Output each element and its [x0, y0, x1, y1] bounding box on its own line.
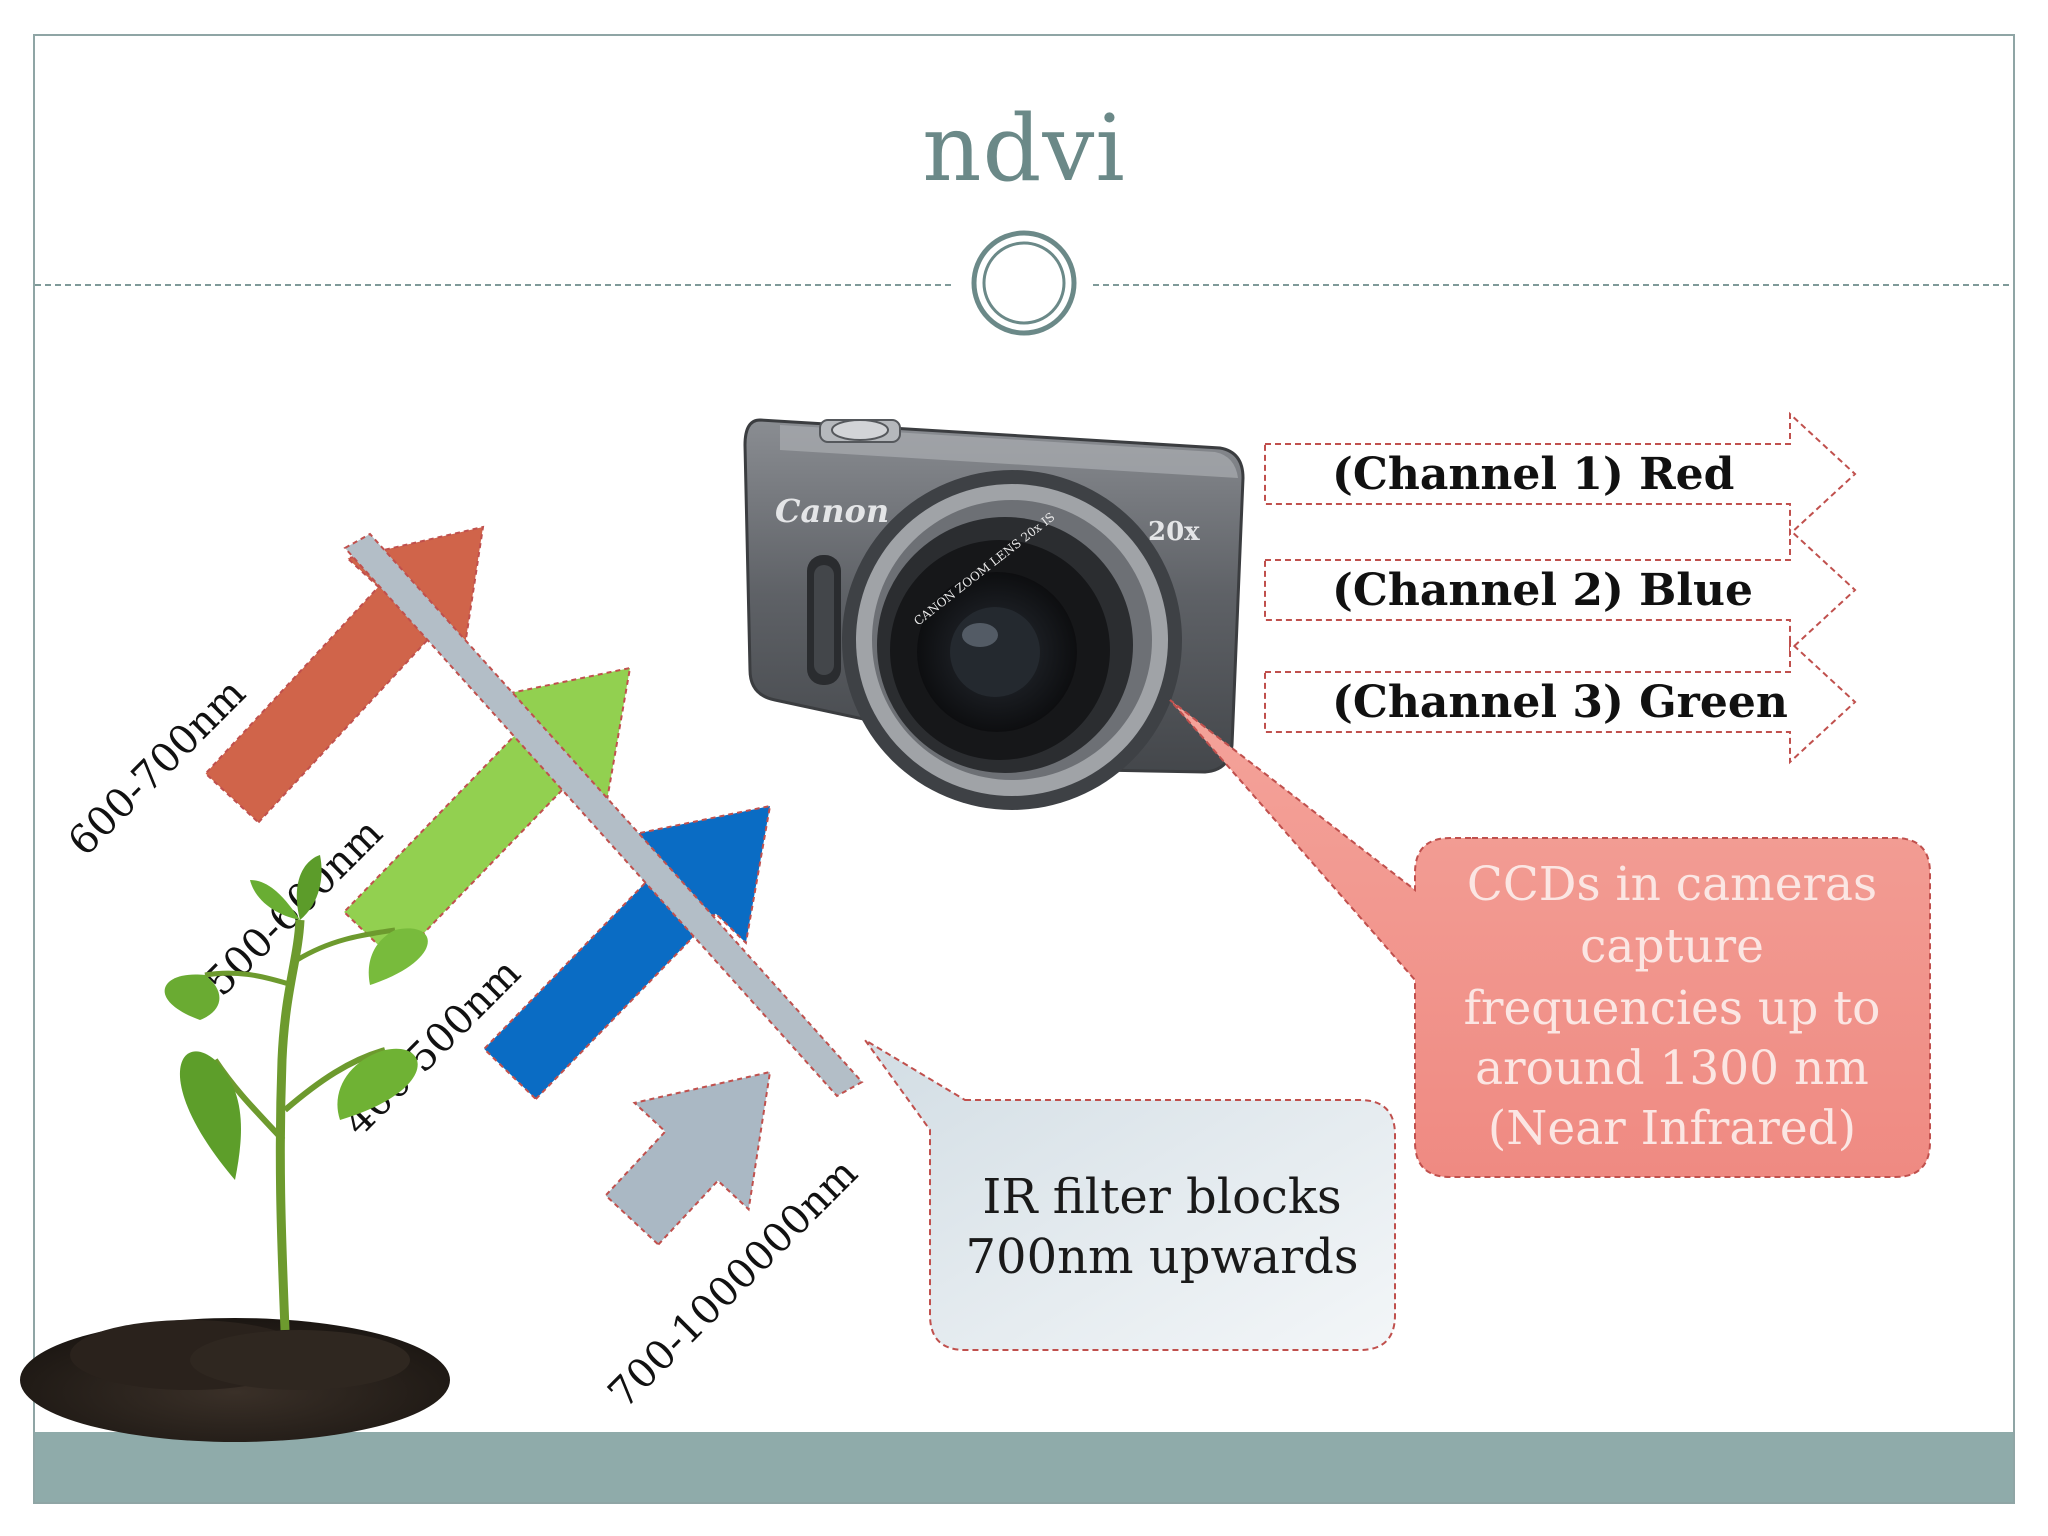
wavelength-arrow-1: [204, 525, 485, 824]
ccd-callout-line-1: CCDs in cameras: [1467, 857, 1877, 912]
ccd-callout-line-5: (Near Infrared): [1488, 1101, 1856, 1156]
ccd-callout-line-2: capture: [1580, 919, 1764, 974]
wavelength-arrow-4: [604, 1070, 772, 1246]
wavelength-arrow-3: [482, 804, 772, 1101]
camera-image: Canon 20x CANON ZOOM LENS 20x IS: [743, 418, 1245, 810]
channel-arrow-1: [1264, 411, 1857, 537]
ir-filter-callout: IR filter blocks 700nm upwards: [864, 1039, 1396, 1351]
ir-callout-line-2: 700nm upwards: [966, 1229, 1359, 1285]
header-divider: [35, 230, 2013, 336]
camera-brand-text: Canon: [775, 492, 889, 530]
channel-label-3: (Channel 3) Green: [1332, 677, 1788, 728]
ir-filter-bar: [343, 532, 864, 1098]
channel-arrows: (Channel 1) Red (Channel 2) Blue (Channel …: [1264, 411, 1857, 765]
channel-arrow-3: [1264, 639, 1857, 765]
camera-zoom-badge: 20x: [1148, 517, 1200, 547]
channel-label-2: (Channel 2) Blue: [1332, 565, 1753, 616]
seedling-image: [20, 855, 450, 1442]
channel-label-1: (Channel 1) Red: [1332, 449, 1734, 500]
wavelength-arrow-2: [342, 666, 632, 964]
slide-title: ndvi: [922, 95, 1126, 202]
footer-band: [35, 1432, 2013, 1502]
channel-arrow-2: [1264, 527, 1857, 653]
ccd-callout-line-3: frequencies up to: [1464, 981, 1881, 1036]
ccd-callout: CCDs in cameras capture frequencies up t…: [1169, 699, 1931, 1178]
ccd-callout-line-4: around 1300 nm: [1475, 1041, 1869, 1096]
ir-callout-line-1: IR filter blocks: [982, 1169, 1341, 1225]
